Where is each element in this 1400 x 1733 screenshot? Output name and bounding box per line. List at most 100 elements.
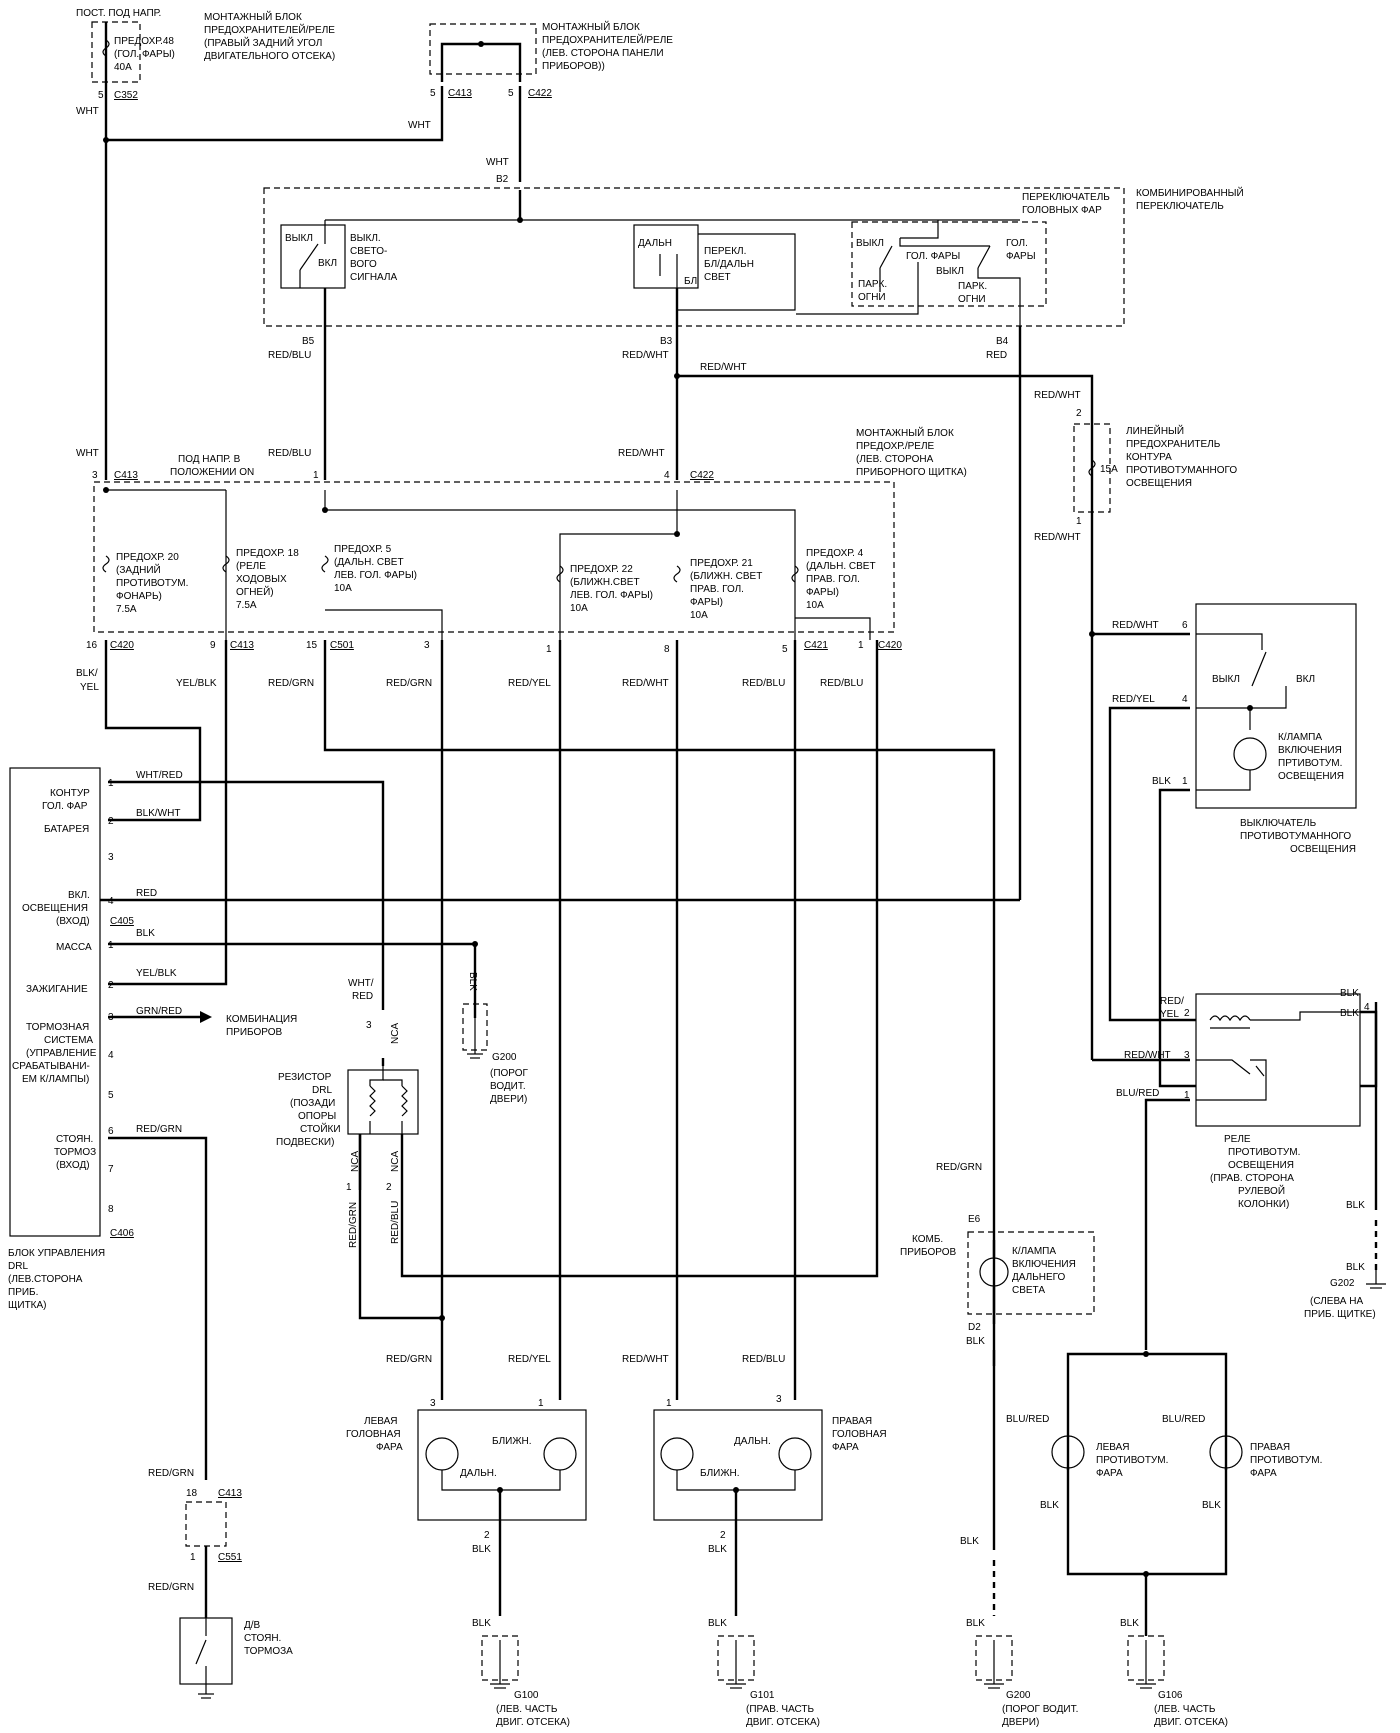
f21-5: 10A [690, 610, 708, 621]
sw1-label-4: СИГНАЛА [350, 272, 397, 283]
relay-redyel-1: RED/ [1160, 996, 1184, 1007]
g202-l1: (СЛЕВА НА [1310, 1296, 1363, 1307]
res-redgrn: RED/GRN [348, 1202, 359, 1248]
fog-switch: RED/WHT 6 ВЫКЛ ВКЛ К/ЛАМПА ВКЛЮЧЕНИЯ ПРТ… [1089, 520, 1378, 1088]
combination-switch: ПЕРЕКЛЮЧАТЕЛЬ ГОЛОВНЫХ ФАР КОМБИНИРОВАНН… [263, 186, 1244, 361]
c421: C421 [804, 640, 828, 651]
wl-redblu-1: RED/BLU [742, 678, 785, 689]
res-l3: (ПОЗАДИ [290, 1098, 335, 1109]
c352-connector: C352 [114, 90, 138, 101]
drl-pin9: 5 [108, 1090, 114, 1101]
f18-2: (РЕЛЕ [236, 561, 266, 572]
pb-redgrn-1: RED/GRN [148, 1468, 194, 1479]
f4-4: ФАРЫ) [806, 587, 839, 598]
g100-name: G100 [514, 1690, 539, 1701]
sw1-off: ВЫКЛ [285, 233, 313, 244]
fogsw-redyel: RED/YEL [1112, 694, 1155, 705]
pb-l3: ТОРМОЗА [244, 1646, 293, 1657]
drl-pin12: 8 [108, 1204, 114, 1215]
drl-row7-l3: (УПРАВЛЕНИЕ [26, 1048, 97, 1059]
c413-connector-top: C413 [448, 88, 472, 99]
fogsw-title-3: ОСВЕЩЕНИЯ [1290, 844, 1356, 855]
fogl-blk-l: BLK [1040, 1500, 1059, 1511]
g200a-l1: (ПОРОГ [490, 1068, 529, 1079]
fuse48-line2: (ГОЛ. ФАРЫ) [114, 49, 175, 60]
bpin-1b: 1 [858, 640, 864, 651]
hb-cluster-1: КОМБ. [912, 1234, 943, 1245]
fog-redwht-2: RED/WHT [1034, 532, 1081, 543]
g202-l2: ПРИБ. ЩИТКЕ) [1304, 1309, 1376, 1320]
hl-left-pin2: 2 [484, 1530, 490, 1541]
g200-l2: ДВЕРИ) [1002, 1717, 1039, 1728]
wht-label-4: WHT [76, 448, 99, 459]
hl-right-l1: ПРАВАЯ [832, 1416, 872, 1427]
fog-fuse-t5: ОСВЕЩЕНИЯ [1126, 478, 1192, 489]
drl-row4-l1: ВКЛ. [68, 890, 90, 901]
hl-wire-redyel: RED/YEL [508, 1354, 551, 1365]
relay-pin3: 3 [1184, 1050, 1190, 1061]
top-fuse-relay-box-2: МОНТАЖНЫЙ БЛОК ПРЕДОХРАНИТЕЛЕЙ/РЕЛЕ (ЛЕВ… [408, 20, 673, 185]
hb-blk: BLK [966, 1336, 985, 1347]
res-l1: РЕЗИСТОР [278, 1072, 332, 1083]
wl-redgrn-1: RED/GRN [268, 678, 314, 689]
bpin-1a: 1 [546, 644, 552, 655]
relay-t4: (ПРАВ. СТОРОНА [1210, 1173, 1294, 1184]
res-l2: DRL [312, 1085, 332, 1096]
sw2-far: ДАЛЬН [638, 238, 672, 249]
g101-l1: (ПРАВ. ЧАСТЬ [746, 1704, 815, 1715]
ground-g106: G106 (ЛЕВ. ЧАСТЬ ДВИГ. ОТСЕКА) [1127, 1635, 1228, 1728]
fogsw-lamp-2: ВКЛЮЧЕНИЯ [1278, 745, 1342, 756]
relay-pin1: 1 [1184, 1090, 1190, 1101]
res-pin3: 3 [366, 1020, 372, 1031]
c413-connector-mid: C413 [114, 470, 138, 481]
headlights: RED/GRN RED/YEL RED/WHT RED/BLU 3 1 БЛИЖ… [346, 1354, 887, 1616]
relay-t2: ПРОТИВОТУМ. [1228, 1147, 1300, 1158]
sw2-label-2: БЛ/ДАЛЬН [704, 259, 754, 270]
drl-pin2: 2 [108, 816, 114, 827]
c501: C501 [330, 640, 354, 651]
hl-wire-redblu: RED/BLU [742, 1354, 785, 1365]
f4-2: (ДАЛЬН. СВЕТ [806, 561, 876, 572]
hl-left-l2: ГОЛОВНАЯ [346, 1429, 401, 1440]
drl-row4-l3: (ВХОД) [56, 916, 90, 927]
drl-row4-l2: ОСВЕЩЕНИЯ [22, 903, 88, 914]
f22-1: ПРЕДОХР. 22 [570, 564, 633, 575]
g200a-l2: ВОДИТ. [490, 1081, 526, 1092]
f18-4: ОГНЕЙ) [236, 585, 274, 598]
f21-2: (БЛИЖН. СВЕТ [690, 571, 762, 582]
drl-row10-l3: (ВХОД) [56, 1160, 90, 1171]
bpin-8: 8 [664, 644, 670, 655]
pb-l1: Д/В [244, 1620, 261, 1631]
drl-resistor: WHT/ RED 3 NCA РЕЗИСТОР DRL (ПОЗАДИ ОПОР… [276, 978, 419, 1248]
drl-title-3: (ЛЕВ.СТОРОНА [8, 1274, 83, 1285]
fogsw-on: ВКЛ [1296, 674, 1315, 685]
pin-4-fusebox: 4 [664, 470, 670, 481]
res-nca-3: NCA [390, 1151, 401, 1172]
drl-row1-l2: ГОЛ. ФАР [42, 801, 88, 812]
drl-pin1: 1 [108, 778, 114, 789]
hb-e6: E6 [968, 1214, 981, 1225]
g202-blk-2: BLK [1346, 1262, 1365, 1273]
fog-relay: RED/ YEL 2 RED/WHT 3 BLU/RED 1 4 BLK BLK… [1092, 988, 1378, 1350]
b2-pin: B2 [496, 174, 509, 185]
res-l6: ПОДВЕСКИ) [276, 1137, 334, 1148]
wl-yelblk: YEL/BLK [176, 678, 217, 689]
drl-pin10: 6 [108, 1126, 114, 1137]
f18-5: 7.5A [236, 600, 257, 611]
hb-d2: D2 [968, 1322, 981, 1333]
drl-row7-l4: СРАБАТЫВАНИ- [12, 1061, 90, 1072]
sw2-label-1: ПЕРЕКЛ. [704, 246, 746, 257]
hl-left-l1: ЛЕВАЯ [364, 1416, 397, 1427]
fusebox-title-2: ПРЕДОХР./РЕЛЕ [856, 441, 935, 452]
relay-t1: РЕЛЕ [1224, 1134, 1251, 1145]
fog-fuse-t1: ЛИНЕЙНЫЙ [1126, 424, 1184, 437]
box1-line2: ПРЕДОХРАНИТЕЛЕЙ/РЕЛЕ [204, 23, 335, 36]
fog-blured-l: BLU/RED [1006, 1414, 1049, 1425]
combo-panel-2: ПРИБОРОВ [226, 1027, 283, 1038]
red-wht-label-2: RED/WHT [700, 362, 747, 373]
ground-g202: BLK BLK G202 (СЛЕВА НА ПРИБ. ЩИТКЕ) [1304, 1200, 1386, 1320]
red-label-1: RED [986, 350, 1007, 361]
fogsw-redwht: RED/WHT [1112, 620, 1159, 631]
hl-right-pin-a: 1 [666, 1398, 672, 1409]
f20-2: (ЗАДНИЙ [116, 563, 161, 576]
